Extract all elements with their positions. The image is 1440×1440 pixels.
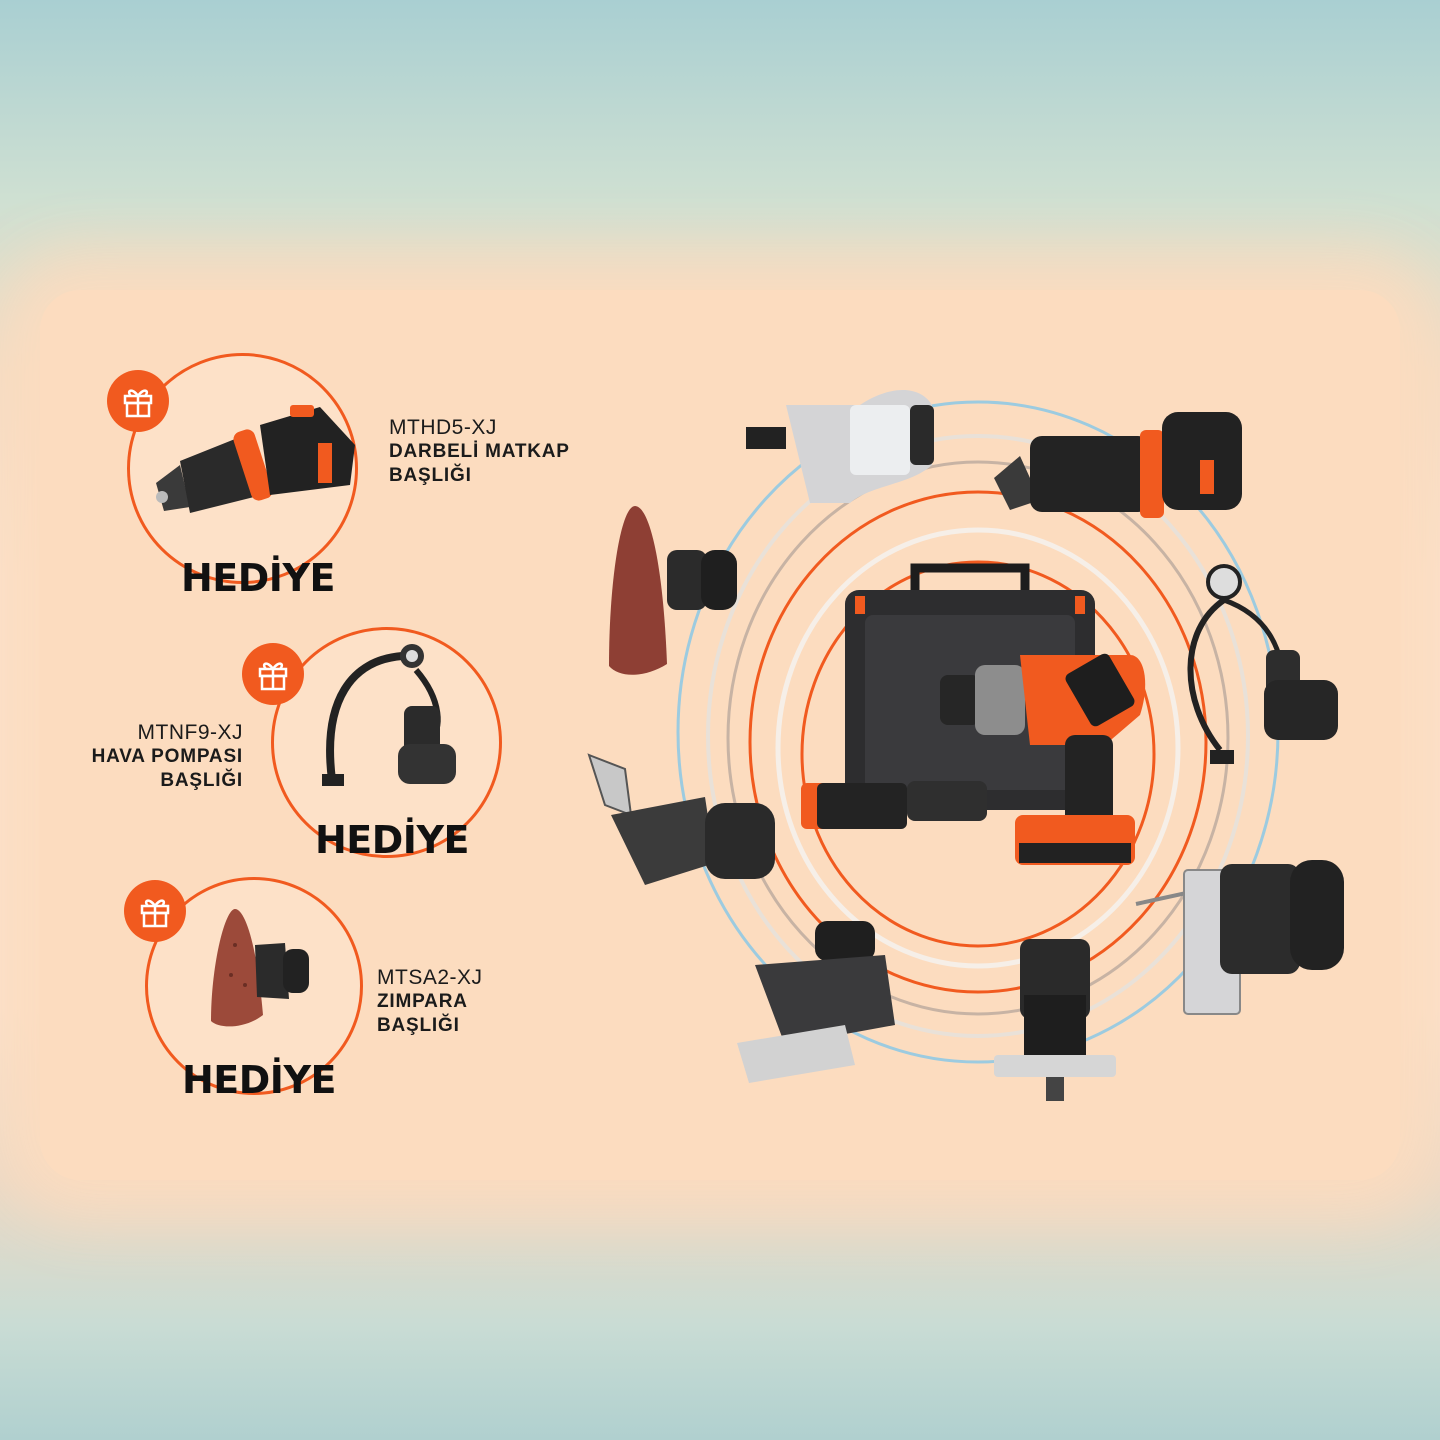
- gift-name-3-line2: BAŞLIĞI: [377, 1015, 460, 1036]
- drill-head-icon: [156, 405, 355, 513]
- cordless-drill-icon: [940, 653, 1146, 865]
- oscillating-tool-head-icon: [737, 921, 895, 1083]
- gift-name-2-line2: BAŞLIĞI: [160, 770, 243, 791]
- gift-label-2: MTNF9-XJ HAVA POMPASI BAŞLIĞI: [92, 721, 243, 793]
- gift-icon: [140, 899, 170, 928]
- impact-driver-head-icon: [746, 390, 934, 503]
- gift-tag-3: HEDİYE: [182, 1058, 336, 1102]
- gift-code-2: MTNF9-XJ: [137, 721, 243, 744]
- gift-name-1-line2: BAŞLIĞI: [389, 465, 472, 486]
- gift-tag-2: HEDİYE: [315, 818, 469, 862]
- air-pump-ring-icon: [1187, 564, 1338, 764]
- gift-code-3: MTSA2-XJ: [377, 966, 483, 989]
- gift-name-3-line1: ZIMPARA: [377, 991, 468, 1012]
- gift-name-1-line1: DARBELİ MATKAP: [389, 441, 570, 462]
- spare-battery-icon: [801, 781, 987, 829]
- gift-tag-1: HEDİYE: [181, 556, 335, 600]
- air-pump-head-icon: [322, 644, 456, 786]
- gift-name-2-line1: HAVA POMPASI: [91, 746, 243, 767]
- detail-sander-head-icon: [609, 506, 737, 675]
- gift-circle-2: [271, 627, 502, 858]
- accessory-rings: [676, 400, 1280, 1064]
- gift-badge-3: [124, 880, 186, 942]
- router-head-icon: [994, 939, 1116, 1101]
- gift-badge-1: [107, 370, 169, 432]
- gift-badge-2: [242, 643, 304, 705]
- gift-code-1: MTHD5-XJ: [389, 416, 497, 439]
- sander-head-icon: [211, 909, 309, 1027]
- hammer-drill-head-icon: [994, 412, 1242, 518]
- gift-icon: [123, 389, 153, 418]
- gift-label-1: MTHD5-XJ DARBELİ MATKAP BAŞLIĞI: [389, 416, 570, 488]
- reciprocating-saw-head-icon: [587, 753, 775, 885]
- jigsaw-head-icon: [1135, 860, 1344, 1015]
- gift-icon: [258, 662, 288, 691]
- gift-label-3: MTSA2-XJ ZIMPARA BAŞLIĞI: [377, 966, 483, 1038]
